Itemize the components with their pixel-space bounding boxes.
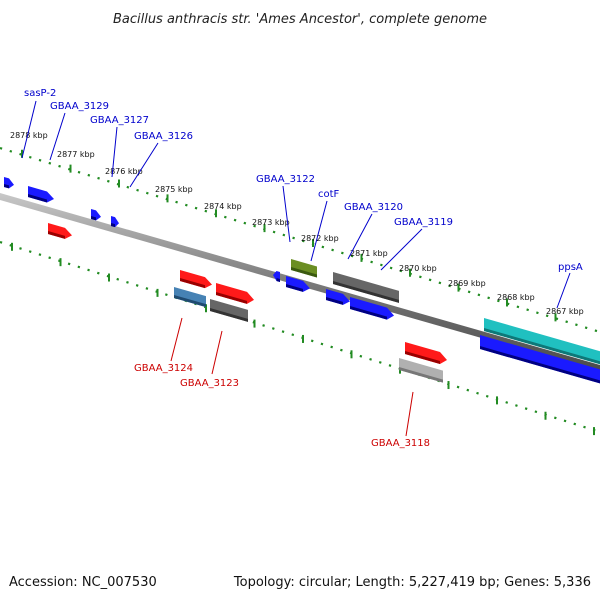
accession-text: Accession: NC_007530 <box>9 575 157 590</box>
topology-text: Topology: circular; Length: 5,227,419 bp… <box>233 575 591 590</box>
kbp-label: 2872 kbp <box>301 234 339 243</box>
gene-label-bottom: GBAA_3124 <box>134 363 193 374</box>
feature-red-1[interactable] <box>48 223 72 241</box>
kbp-label: 2874 kbp <box>204 202 242 211</box>
gene-labels: sasP-2GBAA_3129GBAA_3127GBAA_3126GBAA_31… <box>21 88 583 449</box>
gene-label-top: cotF <box>318 189 340 200</box>
kbp-label: 2877 kbp <box>57 150 95 159</box>
feature-small-blue-2[interactable] <box>91 209 101 222</box>
gene-label-bottom: GBAA_3118 <box>371 438 430 449</box>
kbp-label: 2871 kbp <box>350 249 388 258</box>
gene-label-bottom: GBAA_3123 <box>180 378 239 389</box>
feature-blue-sasP[interactable] <box>28 186 54 204</box>
gene-label-top: GBAA_3127 <box>90 115 149 126</box>
gene-label-top: GBAA_3122 <box>256 174 315 185</box>
gene-features <box>4 177 600 387</box>
gene-label-top: GBAA_3120 <box>344 202 403 213</box>
feature-blue-cotF[interactable] <box>286 276 310 294</box>
feature-red-3123[interactable] <box>216 283 254 306</box>
feature-small-blue-4[interactable] <box>273 270 280 283</box>
feature-gray-3123[interactable] <box>210 299 248 322</box>
feature-small-blue-3[interactable] <box>111 216 119 228</box>
feature-red-3118[interactable] <box>405 342 447 366</box>
gene-label-top: GBAA_3129 <box>50 101 109 112</box>
page-title: Bacillus anthracis str. 'Ames Ancestor',… <box>113 12 487 27</box>
gene-label-top: ppsA <box>558 262 583 273</box>
feature-green-cotF[interactable] <box>291 259 317 278</box>
feature-small-blue-1[interactable] <box>4 177 14 190</box>
major-ticks <box>11 149 595 436</box>
gene-label-top: GBAA_3126 <box>134 131 193 142</box>
gene-label-top: sasP-2 <box>24 88 56 99</box>
kbp-labels: 2878 kbp 2877 kbp 2876 kbp 2875 kbp 2874 kbp… <box>10 131 584 316</box>
feature-blue-ppsA[interactable] <box>480 335 600 387</box>
feature-gray-3120[interactable] <box>333 272 399 303</box>
feature-steelblue-3124[interactable] <box>174 287 206 308</box>
feature-blue-3120a[interactable] <box>326 289 350 307</box>
kbp-label: 2868 kbp <box>497 293 535 302</box>
kbp-label: 2875 kbp <box>155 185 193 194</box>
feature-cyan-ppsA[interactable] <box>484 318 600 369</box>
feature-silver-3118[interactable] <box>399 358 443 383</box>
kbp-label: 2876 kbp <box>105 167 143 176</box>
feature-red-3124[interactable] <box>180 270 212 290</box>
gene-label-top: GBAA_3119 <box>394 217 453 228</box>
kbp-label: 2878 kbp <box>10 131 48 140</box>
kbp-label: 2873 kbp <box>252 218 290 227</box>
kbp-label: 2869 kbp <box>448 279 486 288</box>
feature-blue-3120b[interactable] <box>350 297 394 322</box>
kbp-label: 2870 kbp <box>399 264 437 273</box>
kbp-label: 2867 kbp <box>546 307 584 316</box>
